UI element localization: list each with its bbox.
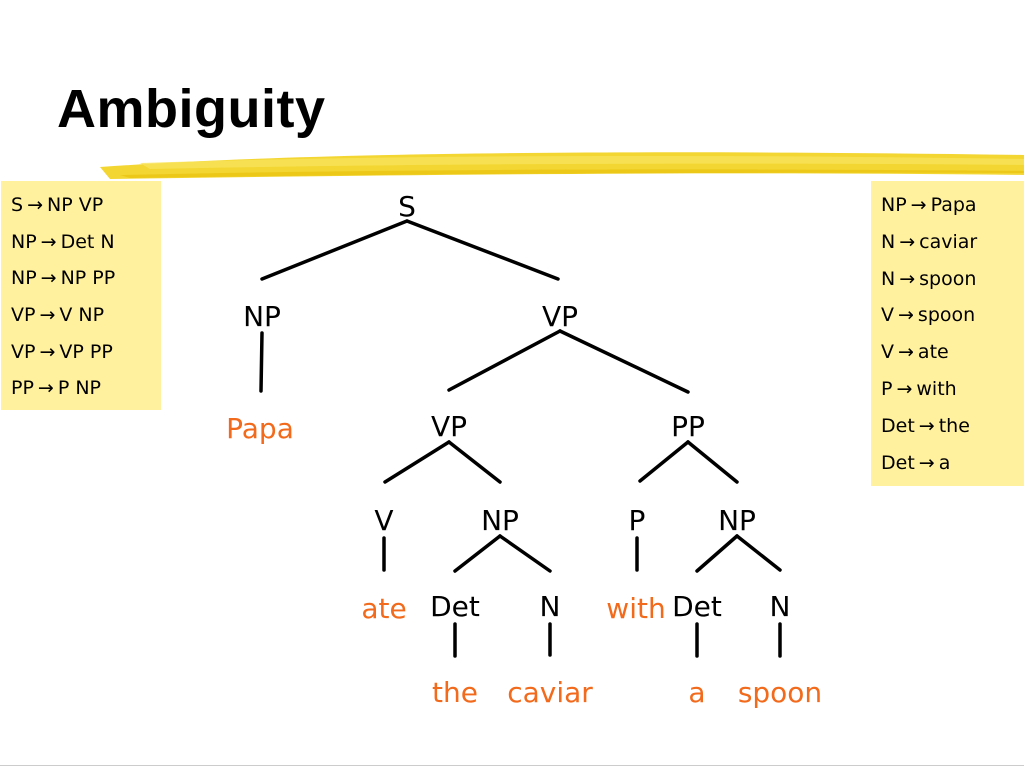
grammar-rule: NP→NP PP (11, 260, 161, 297)
node-s: S (398, 190, 416, 223)
rule-lhs: V (881, 341, 894, 364)
rule-rhs: with (916, 377, 957, 400)
tree-edge-pp-p (638, 440, 690, 483)
arrow-icon: → (40, 267, 57, 290)
word-the: the (432, 676, 478, 709)
arrow-icon: → (899, 230, 916, 253)
arrow-icon: → (898, 341, 914, 364)
rule-lhs: VP (11, 304, 36, 327)
node-np2: NP (481, 504, 519, 537)
rule-rhs: caviar (919, 230, 978, 253)
tree-edge-s-np1 (260, 219, 409, 281)
slide-divider (0, 765, 1024, 766)
rule-rhs: P NP (57, 377, 102, 400)
rule-lhs: V (881, 304, 894, 327)
word-papa: Papa (226, 412, 294, 445)
rule-lhs: P (881, 377, 893, 400)
arrow-icon: → (910, 194, 927, 216)
lexicon-rule: N→spoon (881, 261, 1024, 298)
word-a: a (688, 676, 705, 709)
tree-edge-np3-det2 (695, 534, 739, 573)
node-v: V (374, 504, 393, 537)
lexicon-rule: V→spoon (881, 297, 1024, 334)
rule-lhs: Det (881, 414, 915, 437)
lexicon-rule: Det→the (881, 408, 1024, 445)
arrow-icon: → (37, 377, 54, 400)
tree-edge-vp1-vp2 (447, 329, 562, 392)
word-ate: ate (361, 592, 406, 625)
rule-rhs: spoon (919, 267, 977, 290)
rule-rhs: ate (917, 341, 949, 364)
arrow-icon: → (898, 304, 914, 327)
lexicon-rule: NP→Papa (881, 187, 1024, 224)
rule-rhs: Det N (60, 230, 115, 253)
rule-lhs: NP (11, 230, 37, 253)
rule-lhs: N (881, 267, 896, 290)
grammar-rule: VP→V NP (11, 297, 161, 334)
rule-lhs: VP (11, 340, 36, 363)
rule-rhs: NP PP (60, 267, 116, 290)
tree-edge-vp2-np2 (447, 440, 502, 484)
tree-edge-np1-papa (259, 331, 264, 393)
rule-rhs: the (938, 414, 970, 437)
node-vp2: VP (431, 410, 467, 443)
grammar-rule: PP→P NP (11, 370, 161, 407)
node-det1: Det (430, 590, 480, 623)
node-n2: N (770, 590, 791, 623)
rule-lhs: NP (11, 267, 37, 290)
node-vp1: VP (542, 300, 578, 333)
lexicon-rule: P→with (881, 371, 1024, 408)
arrow-icon: → (896, 377, 913, 400)
rule-rhs: Papa (930, 194, 977, 216)
rule-lhs: PP (11, 377, 34, 400)
word-spoon: spoon (738, 676, 822, 709)
tree-edge-vp2-v (383, 440, 451, 484)
node-pp: PP (671, 410, 705, 443)
word-with: with (606, 592, 665, 625)
node-np1: NP (243, 300, 281, 333)
rule-rhs: NP VP (46, 194, 104, 216)
tree-edge-pp-np3 (686, 440, 739, 484)
node-n1: N (540, 590, 561, 623)
grammar-rule: S→NP VP (11, 187, 161, 224)
rule-lhs: NP (881, 194, 907, 216)
tree-edge-np3-n2 (735, 534, 782, 572)
tree-edge-np2-det1 (453, 534, 502, 573)
arrow-icon: → (39, 340, 56, 363)
slide-title: Ambiguity (57, 79, 326, 139)
lexicon-rule: Det→a (881, 445, 1024, 482)
rule-rhs: spoon (917, 304, 976, 327)
arrow-icon: → (918, 414, 935, 437)
rule-lhs: Det (881, 451, 915, 474)
arrow-icon: → (27, 194, 43, 216)
tree-edge-vp1-pp (558, 329, 690, 394)
arrow-icon: → (40, 230, 57, 253)
tree-edge-s-vp1 (405, 219, 560, 281)
arrow-icon: → (39, 304, 56, 327)
rule-rhs: V NP (59, 304, 105, 327)
tree-edge-np2-n1 (498, 534, 552, 573)
arrow-icon: → (899, 267, 916, 290)
node-det2: Det (672, 590, 722, 623)
rule-lhs: N (881, 230, 896, 253)
lexicon-rule: N→caviar (881, 224, 1024, 261)
grammar-rule: NP→Det N (11, 224, 161, 261)
rule-rhs: VP PP (59, 340, 113, 363)
node-p: P (629, 504, 646, 537)
highlighter-stroke (100, 152, 1024, 179)
node-np3: NP (718, 504, 756, 537)
grammar-rule: VP→VP PP (11, 334, 161, 371)
rule-lhs: S (11, 194, 24, 216)
rule-rhs: a (938, 451, 951, 474)
lexicon-rule: V→ate (881, 334, 1024, 371)
arrow-icon: → (918, 451, 935, 474)
word-caviar: caviar (507, 676, 593, 709)
